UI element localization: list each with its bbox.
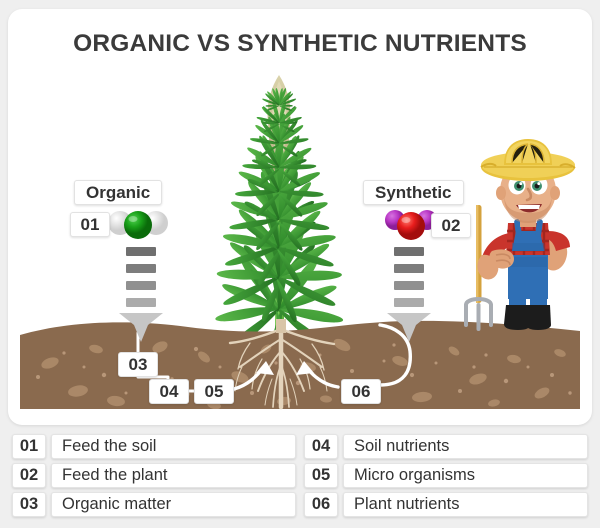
legend: 01 Feed the soil 02 Feed the plant 03 Or… [8,434,592,522]
legend-number: 06 [304,492,338,517]
marker-03: 03 [118,352,158,377]
legend-item: 05 Micro organisms [304,463,588,488]
legend-label: Feed the plant [51,463,296,488]
cannabis-plant-icon [186,71,372,367]
pitchfork-icon [464,205,493,331]
legend-column-left: 01 Feed the soil 02 Feed the plant 03 Or… [12,434,296,521]
marker-01: 01 [70,212,110,237]
plant-roots-icon [206,316,356,411]
legend-item: 04 Soil nutrients [304,434,588,459]
legend-number: 05 [304,463,338,488]
legend-number: 02 [12,463,46,488]
legend-label: Micro organisms [343,463,588,488]
legend-column-right: 04 Soil nutrients 05 Micro organisms 06 … [304,434,588,521]
synthetic-dashed-down-arrow-icon [386,247,432,343]
organic-molecule-icon [107,208,169,242]
legend-item: 03 Organic matter [12,492,296,517]
legend-number: 01 [12,434,46,459]
marker-04: 04 [149,379,189,404]
legend-label: Soil nutrients [343,434,588,459]
legend-item: 06 Plant nutrients [304,492,588,517]
marker-02: 02 [431,213,471,238]
legend-number: 03 [12,492,46,517]
organic-dashed-down-arrow-icon [118,247,164,343]
main-card: ORGANIC VS SYNTHETIC NUTRIENTS [8,9,592,425]
legend-label: Feed the soil [51,434,296,459]
legend-label: Organic matter [51,492,296,517]
legend-number: 04 [304,434,338,459]
legend-label: Plant nutrients [343,492,588,517]
marker-06: 06 [341,379,381,404]
farmer-character-icon [452,139,592,335]
organic-label: Organic [74,180,163,205]
legend-item: 02 Feed the plant [12,463,296,488]
legend-item: 01 Feed the soil [12,434,296,459]
page-title: ORGANIC VS SYNTHETIC NUTRIENTS [73,30,527,57]
marker-05: 05 [194,379,234,404]
synthetic-label: Synthetic [363,180,464,205]
